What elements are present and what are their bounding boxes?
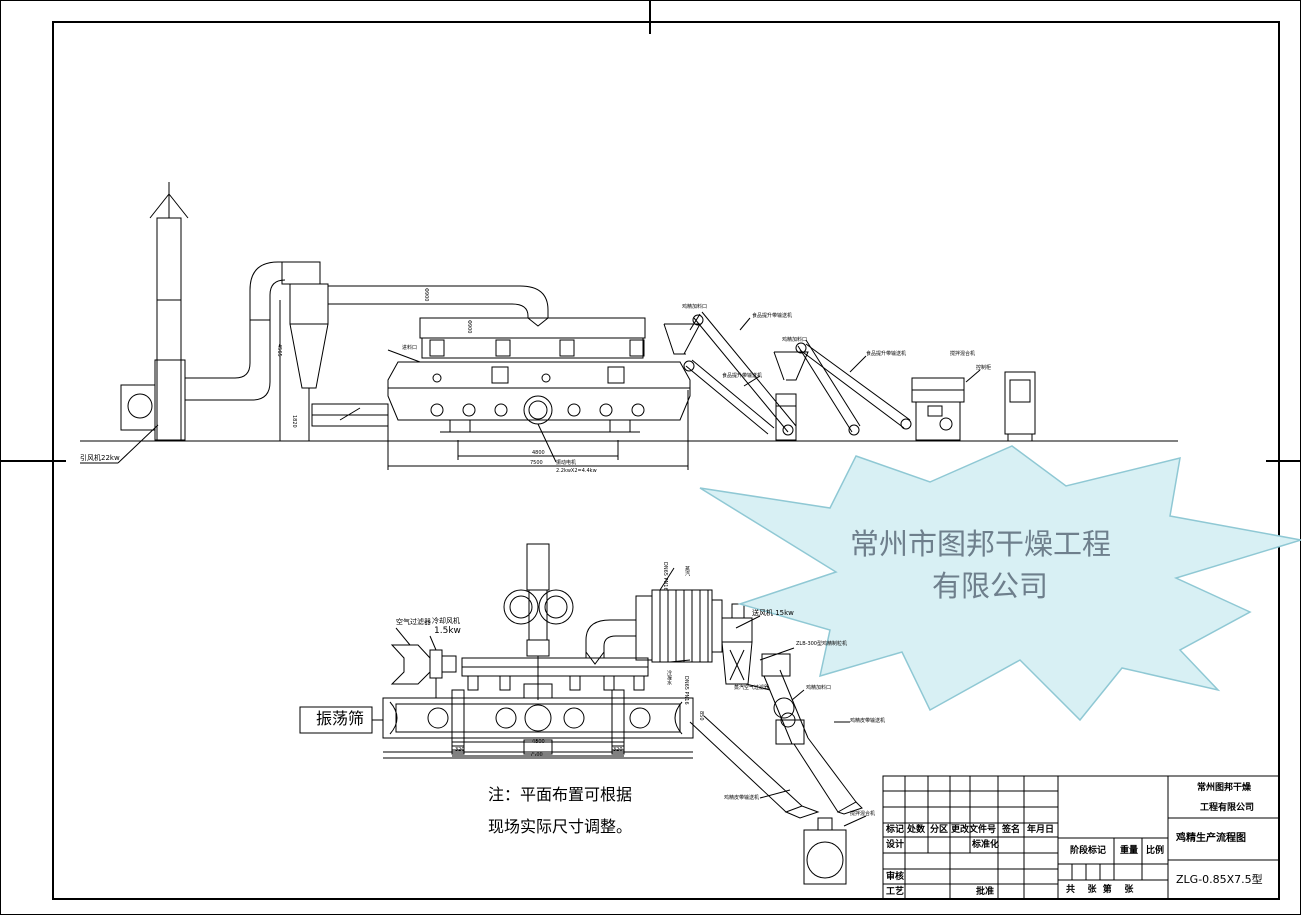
tb-header-zone: 分区 (930, 825, 949, 835)
elev-conveyor-2-label: 食品提升带输送机 (722, 373, 763, 379)
dim-900-hood-label: Φ900 (466, 320, 472, 334)
belt-2-label: 鸡精皮带输送机 (724, 795, 760, 801)
dim-900-top-label: Φ900 (423, 288, 429, 302)
tb-design: 设计 (886, 840, 905, 850)
layout-note-line-2: 现场实际尺寸调整。 (488, 817, 633, 836)
layout-note-line-1: 注：平面布置可根据 (488, 785, 633, 804)
dn-right-label: DN65 PN16 (683, 676, 689, 705)
dim-4565-label: 4565 (276, 344, 282, 357)
zlb-granulator-label: ZLB-300型鸡精制粒机 (796, 641, 847, 647)
plan-view (299, 543, 867, 885)
dim-320-left-label: 320 (455, 747, 465, 753)
tb-approve: 批准 (976, 887, 995, 897)
title-block (882, 775, 1280, 900)
company-stamp-starburst (699, 445, 1301, 722)
vib-motor-label: 振动电机 (556, 460, 577, 466)
hopper-plan-label: 鸡精加料口 (806, 685, 832, 691)
tb-header-sign: 签名 (1002, 825, 1021, 835)
tb-header-mark: 标记 (886, 825, 905, 835)
dn-left-label: DN65 PN16 (662, 562, 668, 591)
dim-4800-elev-label: 4800 (532, 450, 545, 456)
steam-in-label: 蒸汽 (684, 566, 690, 576)
dim-850-label: 850 (698, 711, 704, 721)
belt-1-label: 鸡精皮带输送机 (850, 718, 886, 724)
vib-screen-label: 振荡筛 (316, 709, 365, 728)
tb-weight: 重量 (1120, 846, 1139, 856)
dim-7500-plan-label: 7500 (530, 752, 543, 758)
mixer-plan-label: 搅拌混合机 (850, 811, 876, 817)
fan-main-label: 引风机22kw (80, 454, 120, 462)
steam-out-label: 冷凝水 (666, 670, 672, 685)
control-cabinet-label: 控制柜 (976, 365, 992, 371)
elevation-view (80, 182, 1178, 470)
tb-header-date: 年月日 (1027, 825, 1055, 835)
tb-company-line-2: 工程有限公司 (1200, 803, 1255, 813)
dim-4800-plan-label: 4800 (532, 739, 545, 745)
hopper-1-label: 鸡精加料口 (682, 304, 708, 310)
tb-sheets: 共 张 第 张 (1066, 885, 1134, 895)
elev-conveyor-3-label: 食品提升带输送机 (866, 351, 907, 357)
dim-320-right-label: 320 (613, 747, 623, 753)
dim-1820-label: 1820 (291, 415, 297, 428)
tb-process: 工艺 (886, 887, 905, 897)
inlet-label: 进料口 (402, 345, 418, 351)
stamp-text-line-2: 有限公司 (932, 569, 1049, 603)
steam-filter-label: 蒸汽空气过滤器 (734, 685, 770, 691)
elev-conveyor-1-label: 食品提升带输送机 (752, 313, 793, 319)
tb-stage-mark: 阶段标记 (1070, 846, 1107, 856)
tb-company-line-1: 常州图邦干燥 (1197, 783, 1252, 793)
tb-review: 审核 (886, 872, 905, 882)
tb-scale: 比例 (1146, 846, 1165, 856)
inner-drawing-frame (52, 21, 1280, 900)
fan-power-label: 送风机 15kw (752, 609, 794, 617)
vib-motor-power-label: 2.2kwX2=4.4kw (556, 468, 597, 474)
air-filter-label: 空气过滤器 (396, 618, 431, 626)
tb-header-count: 处数 (907, 825, 926, 835)
mixer-label: 搅拌混合机 (950, 351, 976, 357)
tb-standardization: 标准化 (972, 840, 1000, 850)
blower-label: 冷却风机 (432, 617, 460, 625)
tb-header-change-doc: 更改文件号 (951, 825, 997, 835)
tb-drawing-title: 鸡精生产流程图 (1176, 833, 1246, 844)
dim-7500-elev-label: 7500 (530, 460, 543, 466)
tb-model-number: ZLG-0.85X7.5型 (1176, 873, 1263, 886)
hopper-2-label: 鸡精加料口 (782, 337, 808, 343)
blower-power-label: 1.5kw (434, 626, 461, 636)
stamp-text-line-1: 常州市图邦干燥工程 (850, 527, 1112, 561)
